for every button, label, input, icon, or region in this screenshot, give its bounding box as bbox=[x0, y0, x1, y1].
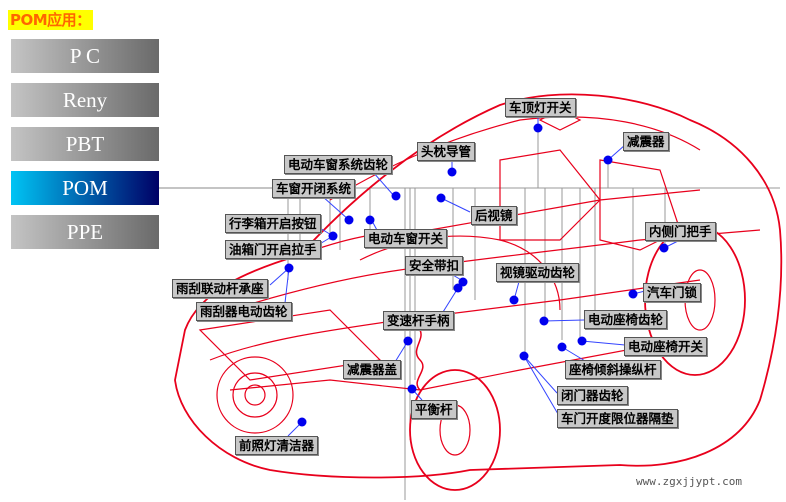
label-shock-cover[interactable]: 减震器盖 bbox=[343, 360, 402, 379]
label-mirror-drive-gear[interactable]: 视镜驱动齿轮 bbox=[496, 263, 580, 282]
label-door-closer-gear[interactable]: 闭门器齿轮 bbox=[557, 386, 628, 405]
marker-headlamp-cleaner bbox=[297, 417, 307, 427]
marker-mirror-drive-gear bbox=[509, 295, 519, 305]
marker-stabilizer-bar bbox=[407, 384, 417, 394]
label-power-seat-switch[interactable]: 电动座椅开关 bbox=[624, 337, 708, 356]
marker-shock-cover bbox=[403, 336, 413, 346]
marker-window-system bbox=[344, 215, 354, 225]
label-headlamp-cleaner[interactable]: 前照灯清洁器 bbox=[235, 436, 319, 455]
watermark: www.zgxjjypt.com bbox=[636, 475, 742, 488]
marker-wiper bbox=[284, 263, 294, 273]
label-inner-door-handle[interactable]: 内侧门把手 bbox=[645, 222, 716, 241]
marker-door-lock bbox=[628, 289, 638, 299]
marker-rear-mirror bbox=[436, 193, 446, 203]
label-power-window-switch[interactable]: 电动车窗开关 bbox=[364, 229, 448, 248]
marker-power-seat-gear bbox=[539, 316, 549, 326]
label-car-door-lock[interactable]: 汽车门锁 bbox=[643, 283, 702, 302]
label-wiper-motor-gear[interactable]: 雨刮器电动齿轮 bbox=[196, 302, 292, 321]
marker-seatbelt-buckle bbox=[458, 277, 468, 287]
label-rear-mirror[interactable]: 后视镜 bbox=[471, 206, 517, 225]
label-seatbelt-buckle[interactable]: 安全带扣 bbox=[405, 256, 464, 275]
label-power-seat-gear[interactable]: 电动座椅齿轮 bbox=[584, 310, 668, 329]
marker-power-window-switch bbox=[365, 215, 375, 225]
label-trunk-button[interactable]: 行李箱开启按钮 bbox=[225, 214, 321, 233]
marker-shock-absorber bbox=[603, 155, 613, 165]
material-tab-ppe[interactable]: PPE bbox=[11, 215, 159, 249]
material-tab-pc[interactable]: P C bbox=[11, 39, 159, 73]
marker-roof-light-switch bbox=[533, 123, 543, 133]
marker-seat-recline bbox=[557, 342, 567, 352]
page-title: POM应用： bbox=[8, 10, 93, 30]
material-tab-pom[interactable]: POM bbox=[11, 171, 159, 205]
marker-power-window-gear bbox=[391, 191, 401, 201]
label-fuel-door-handle[interactable]: 油箱门开启拉手 bbox=[225, 240, 321, 259]
marker-gear-shift bbox=[453, 283, 463, 293]
marker-headrest-guide bbox=[447, 167, 457, 177]
label-seat-recline-lever[interactable]: 座椅倾斜操纵杆 bbox=[565, 360, 661, 379]
part-markers bbox=[284, 123, 669, 427]
label-power-window-gear[interactable]: 电动车窗系统齿轮 bbox=[284, 155, 393, 174]
label-gear-shift-knob[interactable]: 变速杆手柄 bbox=[383, 311, 454, 330]
label-stabilizer-bar[interactable]: 平衡杆 bbox=[411, 400, 457, 419]
marker-inner-door-handle bbox=[659, 243, 669, 253]
marker-door-parts bbox=[519, 351, 529, 361]
material-tab-pbt[interactable]: PBT bbox=[11, 127, 159, 161]
label-window-system[interactable]: 车窗开闭系统 bbox=[272, 179, 356, 198]
marker-power-seat-switch bbox=[577, 336, 587, 346]
material-tab-reny[interactable]: Reny bbox=[11, 83, 159, 117]
marker-trunk-fuel bbox=[328, 231, 338, 241]
label-roof-light-switch[interactable]: 车顶灯开关 bbox=[505, 98, 576, 117]
label-door-limiter-pad[interactable]: 车门开度限位器隔垫 bbox=[557, 409, 678, 428]
label-shock-absorber[interactable]: 减震器 bbox=[623, 132, 669, 151]
label-wiper-link-seat[interactable]: 雨刮联动杆承座 bbox=[172, 279, 268, 298]
label-headrest-guide[interactable]: 头枕导管 bbox=[417, 142, 476, 161]
